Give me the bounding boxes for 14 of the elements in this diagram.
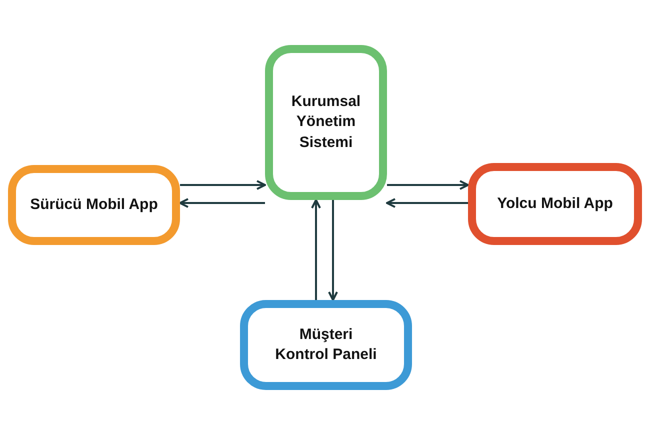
rounded-box [8, 165, 180, 245]
node-label: Yolcu Mobil App [497, 194, 613, 214]
node-label: Müşteri Kontrol Paneli [274, 324, 378, 365]
arrow [311, 199, 321, 300]
arrow [387, 180, 469, 190]
rounded-box [240, 300, 412, 390]
node-label: Kurumsal Yönetim Sistemi [290, 92, 362, 153]
node-label: Sürücü Mobil App [30, 194, 158, 215]
arrow [180, 180, 266, 190]
arrow [386, 198, 468, 208]
rounded-box [265, 45, 387, 200]
arrow [179, 198, 265, 208]
arrow [328, 200, 338, 301]
rounded-box [468, 163, 642, 245]
